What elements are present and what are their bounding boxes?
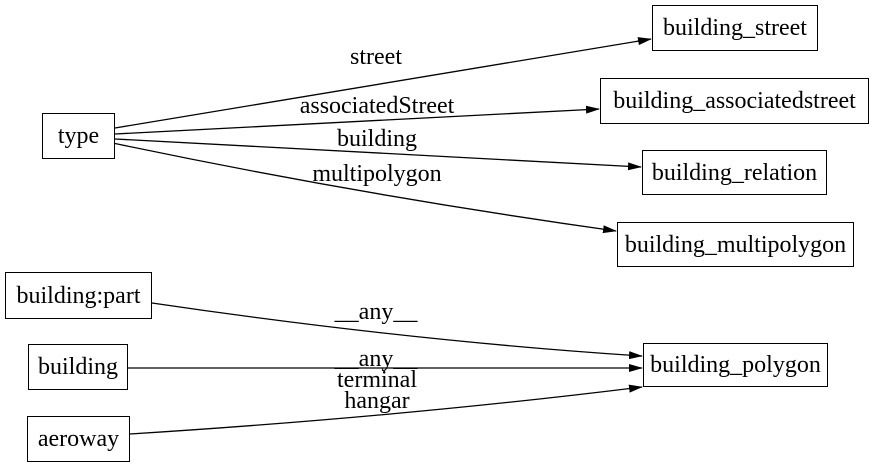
edge-label-multipolygon: multipolygon: [312, 161, 442, 187]
node-building-polygon: building_polygon: [643, 343, 828, 387]
node-building-associatedstreet-label: building_associatedstreet: [613, 88, 856, 114]
node-type: type: [42, 113, 115, 159]
edge-label-terminal-hangar: terminal hangar: [337, 367, 417, 414]
node-aeroway: aeroway: [27, 416, 130, 462]
edge-label-hangar: hangar: [344, 388, 410, 414]
node-building-polygon-label: building_polygon: [650, 352, 821, 378]
edge-label-terminal: terminal: [337, 367, 417, 393]
node-building: building: [28, 344, 128, 390]
node-building-relation: building_relation: [642, 150, 827, 195]
edge-label-any-building: __any__: [334, 346, 418, 372]
edge-label-any-buildingpart: __any__: [334, 299, 418, 325]
edge-type-building-relation: [114, 138, 642, 171]
edge-aeroway-building-polygon: [129, 384, 643, 435]
node-building-label: building: [37, 354, 118, 380]
edge-label-associatedstreet: associatedStreet: [299, 93, 455, 119]
edge-label-street: street: [350, 44, 402, 70]
node-building-street: building_street: [652, 5, 818, 51]
node-type-label: type: [57, 123, 100, 149]
node-building-street-label: building_street: [663, 15, 807, 41]
node-building-multipolygon-label: building_multipolygon: [624, 231, 847, 258]
node-building-part: building:part: [5, 272, 152, 319]
node-building-part-label: building:part: [16, 282, 141, 309]
edge-type-building-multipolygon: [114, 142, 617, 234]
edge-type-building-street: [114, 37, 652, 129]
node-aeroway-label: aeroway: [37, 426, 120, 452]
node-building-multipolygon: building_multipolygon: [617, 222, 854, 267]
node-building-associatedstreet: building_associatedstreet: [600, 78, 869, 124]
edge-label-building: building: [336, 126, 418, 152]
edge-buildingpart-building-polygon: [151, 302, 643, 360]
edge-type-building-associatedstreet: [114, 105, 600, 135]
node-building-relation-label: building_relation: [651, 159, 818, 186]
